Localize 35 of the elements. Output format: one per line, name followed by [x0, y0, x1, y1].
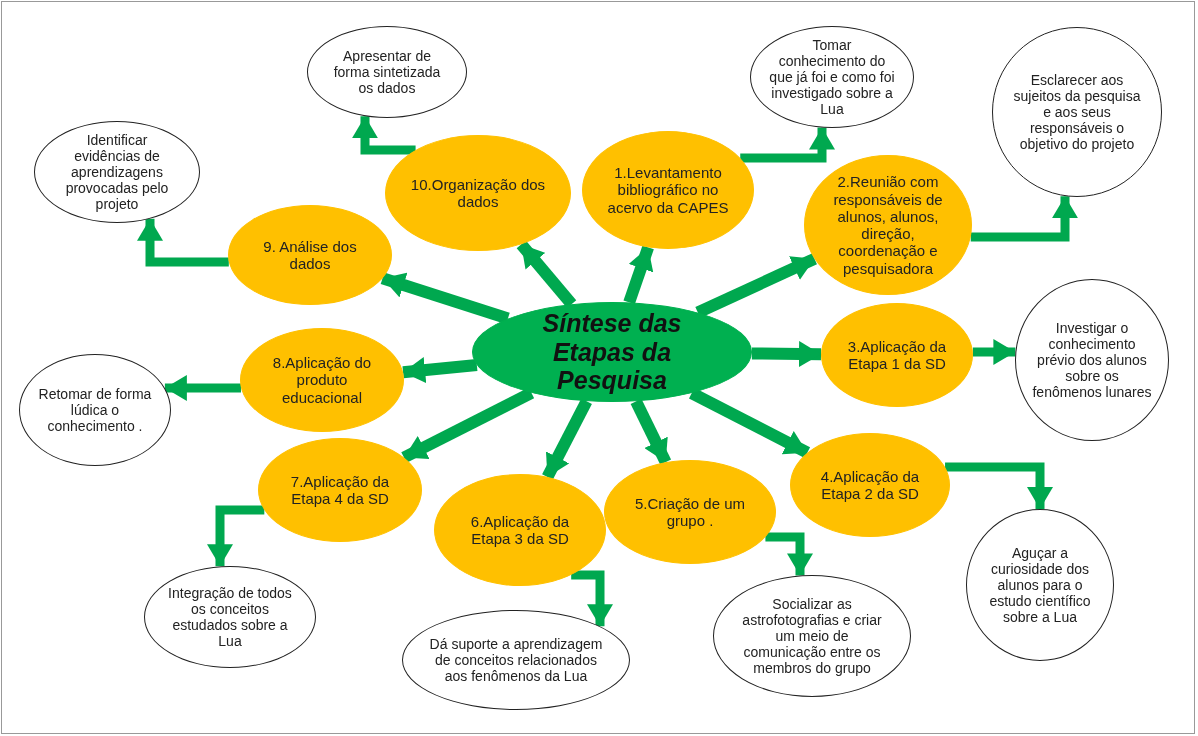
- node-text: 9. Análise dos dados: [262, 237, 358, 273]
- node-text: 4.Aplicação da Etapa 2 da SD: [819, 467, 921, 503]
- node-text: Investigar o conhecimento prévio dos alunos sobre os fenômenos lunares: [1031, 319, 1153, 401]
- elbow-arrow: [352, 116, 416, 155]
- elbow-arrow: [970, 196, 1078, 242]
- arrow: [516, 240, 577, 308]
- arrow: [402, 357, 478, 383]
- arrow: [695, 253, 817, 318]
- node-text: 1.Levantamento bibliográfico no acervo da CAPES: [606, 164, 730, 216]
- elbow-arrow: [945, 462, 1053, 509]
- title-text: Síntese das Etapas da Pesquisa: [541, 308, 683, 396]
- node-text: 2.Reunião com responsáveis de alunos, alunos, direção, coordenação e pesquisadora: [832, 173, 944, 277]
- node-text: Identificar evidências de aprendizagens provocadas pelo projeto: [64, 131, 170, 213]
- node-text: 8.Aplicação do produto educacional: [271, 354, 373, 406]
- node-text: Aguçar a curiosidade dos alunos para o estudo científico sobre a Lua: [988, 544, 1092, 626]
- arrow: [380, 272, 510, 325]
- node-text: Socializar as astrofotografias e criar um meio de comunicação entre os membros do grupo: [741, 595, 883, 677]
- node-text: 7.Aplicação da Etapa 4 da SD: [289, 472, 391, 508]
- node-text: Esclarecer aos sujeitos da pesquisa e aos seus responsáveis o objetivo do projeto: [1012, 71, 1142, 153]
- node-text: Integração de todos os conceitos estudados sobre a Lua: [167, 584, 293, 650]
- node-text: Tomar conhecimento do que já foi e como foi investigado sobre a Lua: [768, 36, 896, 118]
- elbow-arrow: [137, 218, 229, 267]
- node-text: 10.Organização dos dados: [409, 175, 547, 211]
- node-text: 5.Criação de um grupo .: [633, 494, 747, 530]
- elbow-arrow: [765, 532, 813, 576]
- node-text: Retomar de forma lúdica o conhecimento .: [37, 385, 153, 435]
- elbow-arrow: [740, 127, 835, 163]
- elbow-arrow: [571, 570, 613, 627]
- node-text: Dá suporte a aprendizagem de conceitos relacionados aos fenômenos da Lua: [428, 635, 604, 685]
- arrow: [751, 340, 822, 367]
- node-text: 6.Aplicação da Etapa 3 da SD: [469, 512, 571, 548]
- elbow-arrow: [164, 375, 241, 401]
- node-text: Apresentar de forma sintetizada os dados: [332, 47, 442, 97]
- elbow-arrow: [972, 339, 1016, 365]
- node-text: 3.Aplicação da Etapa 1 da SD: [846, 337, 948, 373]
